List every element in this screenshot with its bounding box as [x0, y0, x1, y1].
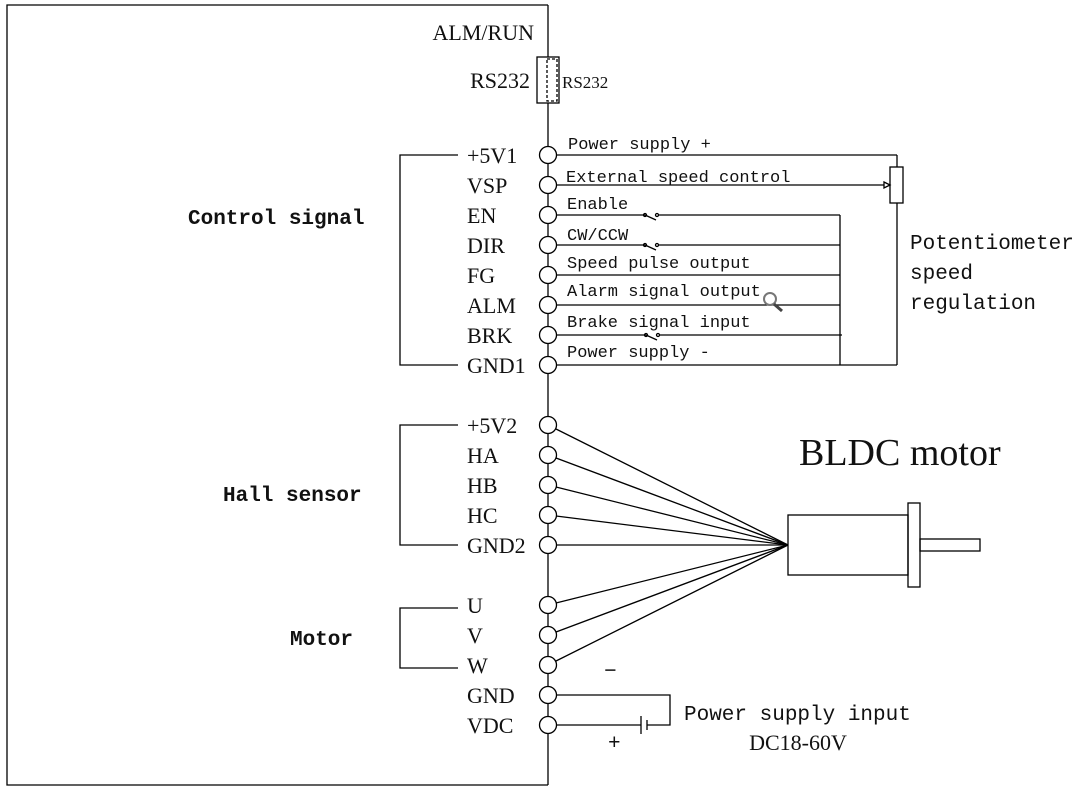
pin-label-v: V	[467, 623, 483, 648]
potentiometer-caption-3: regulation	[910, 293, 1036, 316]
wire-label-power-plus: Power supply +	[568, 136, 711, 155]
wire-label-alarm: Alarm signal output	[567, 283, 761, 302]
pin-label-gnd1: GND1	[467, 353, 526, 378]
pin-label-gnd2: GND2	[467, 533, 526, 558]
pin-label-u: U	[467, 593, 483, 618]
wire-label-brake: Brake signal input	[567, 314, 751, 333]
terminal-gnd1	[538, 355, 558, 375]
terminal-u	[538, 595, 558, 615]
power-supply-range: DC18-60V	[749, 730, 847, 755]
wire-label-enable: Enable	[567, 196, 628, 215]
potentiometer	[889, 166, 904, 204]
pin-label-ha: HA	[467, 443, 499, 468]
terminal-block: +5V1VSPENDIRFGALMBRKGND1+5V2HAHBHCGND2UV…	[467, 143, 558, 738]
terminal-vsp	[538, 175, 558, 195]
terminal-5v2	[538, 415, 558, 435]
pin-label-5v1: +5V1	[467, 143, 517, 168]
motor-title: BLDC motor	[799, 432, 1001, 474]
power-plus-sign: +	[608, 733, 621, 756]
hall-group-label: Hall sensor	[223, 485, 362, 508]
terminal-ha	[538, 445, 558, 465]
pin-label-w: W	[467, 653, 488, 678]
wiper-arrow	[883, 180, 892, 190]
terminal-en	[538, 205, 558, 225]
wire-label-direction: CW/CCW	[567, 227, 629, 246]
pin-label-brk: BRK	[467, 323, 512, 348]
power-minus-sign: −	[604, 661, 617, 684]
rs232-right-label: RS232	[562, 73, 608, 92]
wire-label-speed-control: External speed control	[566, 169, 790, 188]
motor-cable-fan	[547, 424, 789, 666]
driver-frame	[6, 4, 548, 786]
rs232-left-label: RS232	[470, 68, 530, 93]
pin-label-hc: HC	[467, 503, 498, 528]
rs232-connector	[536, 56, 560, 104]
terminal-brk	[538, 325, 558, 345]
terminal-dir	[538, 235, 558, 255]
pin-label-vsp: VSP	[467, 173, 507, 198]
power-supply-title: Power supply input	[684, 704, 911, 727]
terminal-gnd	[538, 685, 558, 705]
rs232-port-inner	[546, 58, 558, 102]
wire-label-power-minus: Power supply -	[567, 344, 710, 363]
terminal-vdc	[538, 715, 558, 735]
motor-bracket	[399, 607, 458, 669]
terminal-gnd2	[538, 535, 558, 555]
terminal-w	[538, 655, 558, 675]
bldc-motor-icon	[787, 502, 981, 588]
wire-label-speed-pulse: Speed pulse output	[567, 255, 751, 274]
pin-label-alm: ALM	[467, 293, 516, 318]
motor-group-label: Motor	[290, 629, 353, 652]
power-supply-wiring	[548, 694, 671, 734]
alm-run-label: ALM/RUN	[433, 20, 535, 45]
magnifier-icon[interactable]	[763, 292, 783, 313]
terminal-alm	[538, 295, 558, 315]
control-group-label: Control signal	[188, 208, 364, 231]
pin-label-gnd: GND	[467, 683, 515, 708]
terminal-hb	[538, 475, 558, 495]
terminal-hc	[538, 505, 558, 525]
pin-label-5v2: +5V2	[467, 413, 517, 438]
pin-label-en: EN	[467, 203, 496, 228]
hall-bracket	[399, 424, 458, 546]
potentiometer-caption-1: Potentiometer	[910, 233, 1074, 256]
pin-label-dir: DIR	[467, 233, 505, 258]
terminal-fg	[538, 265, 558, 285]
terminal-5v1	[538, 145, 558, 165]
control-wiring	[548, 154, 904, 366]
potentiometer-caption-2: speed	[910, 263, 973, 286]
pin-label-fg: FG	[467, 263, 495, 288]
pin-label-vdc: VDC	[467, 713, 513, 738]
pin-label-hb: HB	[467, 473, 498, 498]
terminal-v	[538, 625, 558, 645]
control-bracket	[399, 154, 458, 366]
